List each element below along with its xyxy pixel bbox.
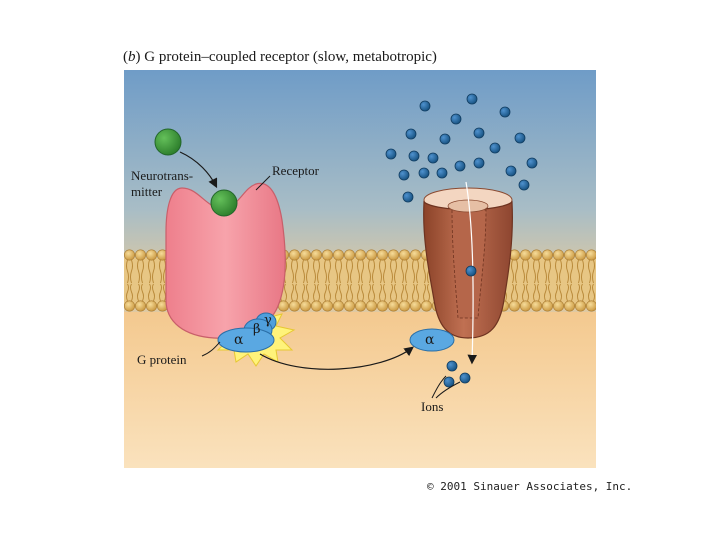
- ion: [406, 129, 416, 139]
- ion: [420, 101, 430, 111]
- g-protein-label: G protein: [137, 352, 187, 367]
- ion: [500, 107, 510, 117]
- ion: [403, 192, 413, 202]
- ion: [474, 128, 484, 138]
- beta-label: β: [253, 322, 261, 337]
- ion: [386, 149, 396, 159]
- ion: [519, 180, 529, 190]
- ion: [409, 151, 419, 161]
- ion: [460, 373, 470, 383]
- neurotransmitter-label-1: Neurotrans-: [131, 168, 193, 183]
- alpha-label: α: [234, 332, 244, 348]
- channel-inner-rim: [448, 200, 488, 212]
- ion: [490, 143, 500, 153]
- neurotransmitter-free: [155, 129, 181, 155]
- ion: [437, 168, 447, 178]
- ion: [474, 158, 484, 168]
- neurotransmitter-label-2: mitter: [131, 184, 163, 199]
- g-protein-alpha: [218, 328, 274, 352]
- ion: [419, 168, 429, 178]
- ion: [428, 153, 438, 163]
- intracellular-space: [124, 312, 596, 468]
- ion: [527, 158, 537, 168]
- ion: [447, 361, 457, 371]
- ion: [467, 94, 477, 104]
- ion: [455, 161, 465, 171]
- receptor-label: Receptor: [272, 163, 320, 178]
- ion: [451, 114, 461, 124]
- channel-alpha-label: α: [425, 332, 435, 348]
- ions-label: Ions: [421, 399, 443, 414]
- neurotransmitter-bound: [211, 190, 237, 216]
- ion: [399, 170, 409, 180]
- ion: [440, 134, 450, 144]
- gamma-label: γ: [264, 313, 272, 328]
- ion: [506, 166, 516, 176]
- copyright-notice: © 2001 Sinauer Associates, Inc.: [427, 480, 632, 493]
- ion: [515, 133, 525, 143]
- ion: [466, 266, 476, 276]
